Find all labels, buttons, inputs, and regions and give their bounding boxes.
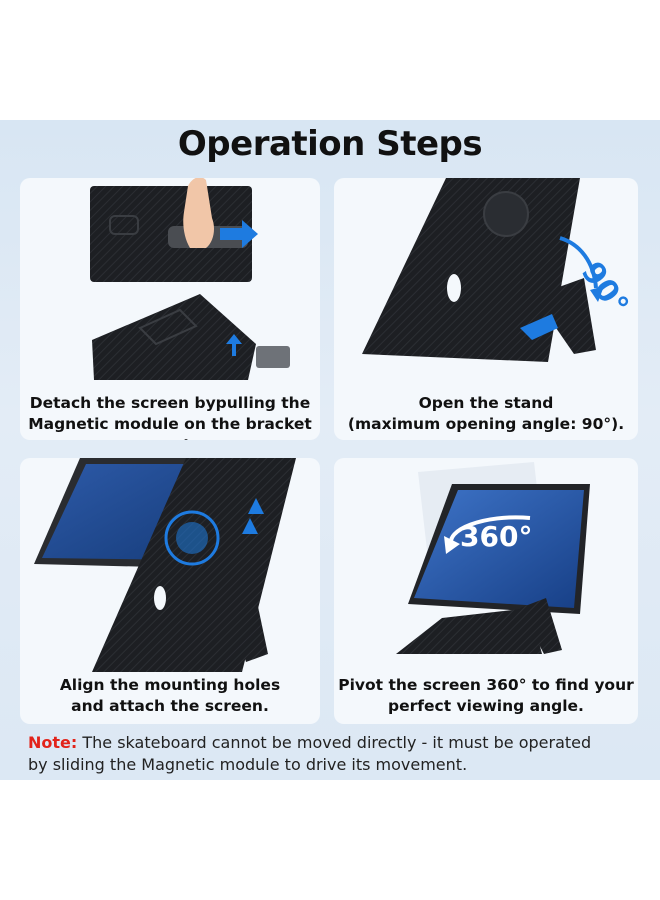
attach-illustration — [34, 458, 296, 672]
step-caption-line: Pivot the screen 360° to find your — [338, 676, 634, 694]
pivot-illustration: 360° — [396, 462, 590, 654]
step-caption-line: (maximum opening angle: 90°). — [347, 415, 625, 433]
page-title: Operation Steps — [177, 124, 483, 164]
step-card-open-stand: 90° Open the stand (maximum opening angl… — [334, 178, 638, 440]
step-card-detach: Detach the screen bypulling the Magnetic… — [20, 178, 320, 440]
rotate-360-badge: 360° — [460, 520, 532, 553]
step-caption-line: Align the mounting holes — [59, 676, 281, 694]
operation-note: Note: The skateboard cannot be moved dir… — [28, 732, 638, 776]
step-caption-line: Detach the screen bypulling the — [29, 394, 311, 412]
note-text: The skateboard cannot be moved directly … — [77, 733, 592, 752]
note-label: Note: — [28, 733, 78, 752]
detach-illustration — [90, 178, 290, 380]
step-caption-open-stand: Open the stand (maximum opening angle: 9… — [334, 393, 638, 435]
step-caption-line: Magnetic module on the bracket apart. — [28, 415, 312, 440]
step-caption-pivot: Pivot the screen 360° to find your perfe… — [334, 675, 638, 717]
open-stand-illustration: 90° — [362, 178, 635, 362]
step-caption-line: perfect viewing angle. — [388, 697, 584, 715]
note-text-continued: by sliding the Magnetic module to drive … — [28, 755, 468, 774]
step-caption-line: Open the stand — [418, 394, 554, 412]
step-caption-line: and attach the screen. — [71, 697, 269, 715]
step-caption-detach: Detach the screen bypulling the Magnetic… — [20, 393, 320, 440]
step-caption-attach: Align the mounting holes and attach the … — [20, 675, 320, 717]
step-card-pivot: 360° Pivot the screen 360° to find your … — [334, 458, 638, 724]
step-card-attach: Align the mounting holes and attach the … — [20, 458, 320, 724]
